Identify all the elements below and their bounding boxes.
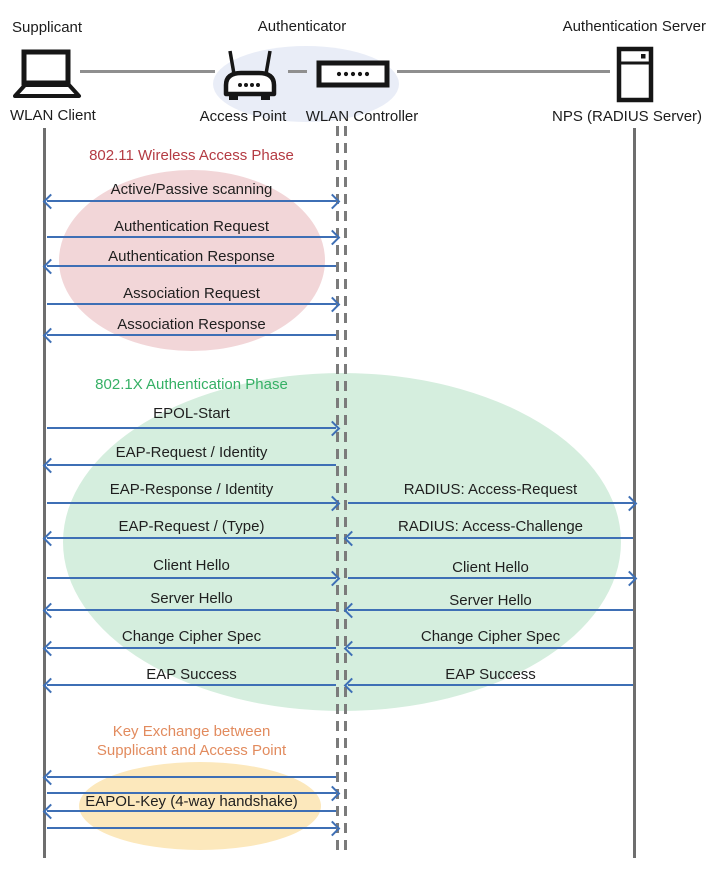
arrow-eap-success-right xyxy=(348,684,633,686)
message-label-client-hello-right: Client Hello xyxy=(452,559,529,576)
wireless-router-icon xyxy=(223,50,277,100)
arrow-client-hello-left xyxy=(47,577,336,579)
arrow-change-cipher-spec-right xyxy=(348,647,633,649)
message-label-eap-request-identity: EAP-Request / Identity xyxy=(115,444,268,461)
arrow-eap-success-left xyxy=(47,684,336,686)
message-label-eap-success-left: EAP Success xyxy=(146,666,237,683)
message-label-eapol-key: EAPOL-Key (4-way handshake) xyxy=(85,793,298,810)
connector-line xyxy=(80,70,215,73)
role-authenticator: Authenticator xyxy=(257,18,347,35)
arrow-client-hello-right xyxy=(348,577,633,579)
message-label-association-request: Association Request xyxy=(123,285,260,302)
phase-ellipse-8021x xyxy=(63,373,621,711)
laptop-icon xyxy=(13,49,81,98)
arrow-radius-access-request xyxy=(348,502,633,504)
node-label-wlan-client: WLAN Client xyxy=(10,107,96,124)
message-label-radius-access-challenge: RADIUS: Access-Challenge xyxy=(397,518,584,535)
phase-title-key-exchange: Key Exchange between Supplicant and Acce… xyxy=(47,722,336,760)
message-label-server-hello-left: Server Hello xyxy=(150,590,233,607)
message-label-eap-response-identity: EAP-Response / Identity xyxy=(109,481,274,498)
arrow-eapol-key-4 xyxy=(47,827,336,829)
message-label-epol-start: EPOL-Start xyxy=(153,405,230,422)
message-label-association-response: Association Response xyxy=(117,316,266,333)
message-label-change-cipher-spec-right: Change Cipher Spec xyxy=(420,628,561,645)
arrow-authentication-request xyxy=(47,236,336,238)
connector-line xyxy=(397,70,610,73)
phase-title-80211: 802.11 Wireless Access Phase xyxy=(89,147,294,164)
message-label-eap-success-right: EAP Success xyxy=(445,666,536,683)
message-label-authentication-request: Authentication Request xyxy=(113,218,270,235)
server-icon xyxy=(616,46,654,103)
arrow-server-hello-left xyxy=(47,609,336,611)
arrow-change-cipher-spec-left xyxy=(47,647,336,649)
message-label-eap-request-type: EAP-Request / (Type) xyxy=(118,518,265,535)
arrow-eap-request-type xyxy=(47,537,336,539)
message-label-change-cipher-spec-left: Change Cipher Spec xyxy=(121,628,262,645)
arrow-scanning xyxy=(47,200,336,202)
connector-line xyxy=(288,70,307,73)
message-label-client-hello-left: Client Hello xyxy=(153,557,230,574)
phase-title-key-line1: Key Exchange between xyxy=(112,723,271,740)
arrow-eap-response-identity xyxy=(47,502,336,504)
arrow-authentication-response xyxy=(47,265,336,267)
arrow-eapol-key-1 xyxy=(47,776,336,778)
phase-title-key-line2: Supplicant and Access Point xyxy=(96,742,287,759)
node-label-nps-radius-server: NPS (RADIUS Server) xyxy=(552,108,703,125)
arrow-eap-request-identity xyxy=(47,464,336,466)
arrow-eapol-key-2 xyxy=(47,792,336,794)
lifeline-wlan-controller-dashed xyxy=(344,126,347,854)
arrow-radius-access-challenge xyxy=(348,537,633,539)
node-label-access-point: Access Point xyxy=(199,108,287,125)
role-authentication-server: Authentication Server xyxy=(562,18,706,35)
message-label-radius-access-request: RADIUS: Access-Request xyxy=(403,481,578,498)
message-label-authentication-response: Authentication Response xyxy=(108,248,275,265)
lifeline-wlan-client xyxy=(43,128,46,858)
message-label-scanning: Active/Passive scanning xyxy=(110,181,273,198)
arrow-association-response xyxy=(47,334,336,336)
lifeline-nps-server xyxy=(633,128,636,858)
arrow-server-hello-right xyxy=(348,609,633,611)
arrow-association-request xyxy=(47,303,336,305)
arrow-eapol-key-3 xyxy=(47,810,336,812)
lifeline-wlan-controller-dashed xyxy=(336,126,339,854)
arrow-epol-start xyxy=(47,427,336,429)
phase-title-8021x: 802.1X Authentication Phase xyxy=(95,376,288,393)
role-supplicant: Supplicant xyxy=(12,19,83,36)
controller-box-icon xyxy=(316,60,390,88)
node-label-wlan-controller: WLAN Controller xyxy=(305,108,419,125)
message-label-server-hello-right: Server Hello xyxy=(449,592,532,609)
